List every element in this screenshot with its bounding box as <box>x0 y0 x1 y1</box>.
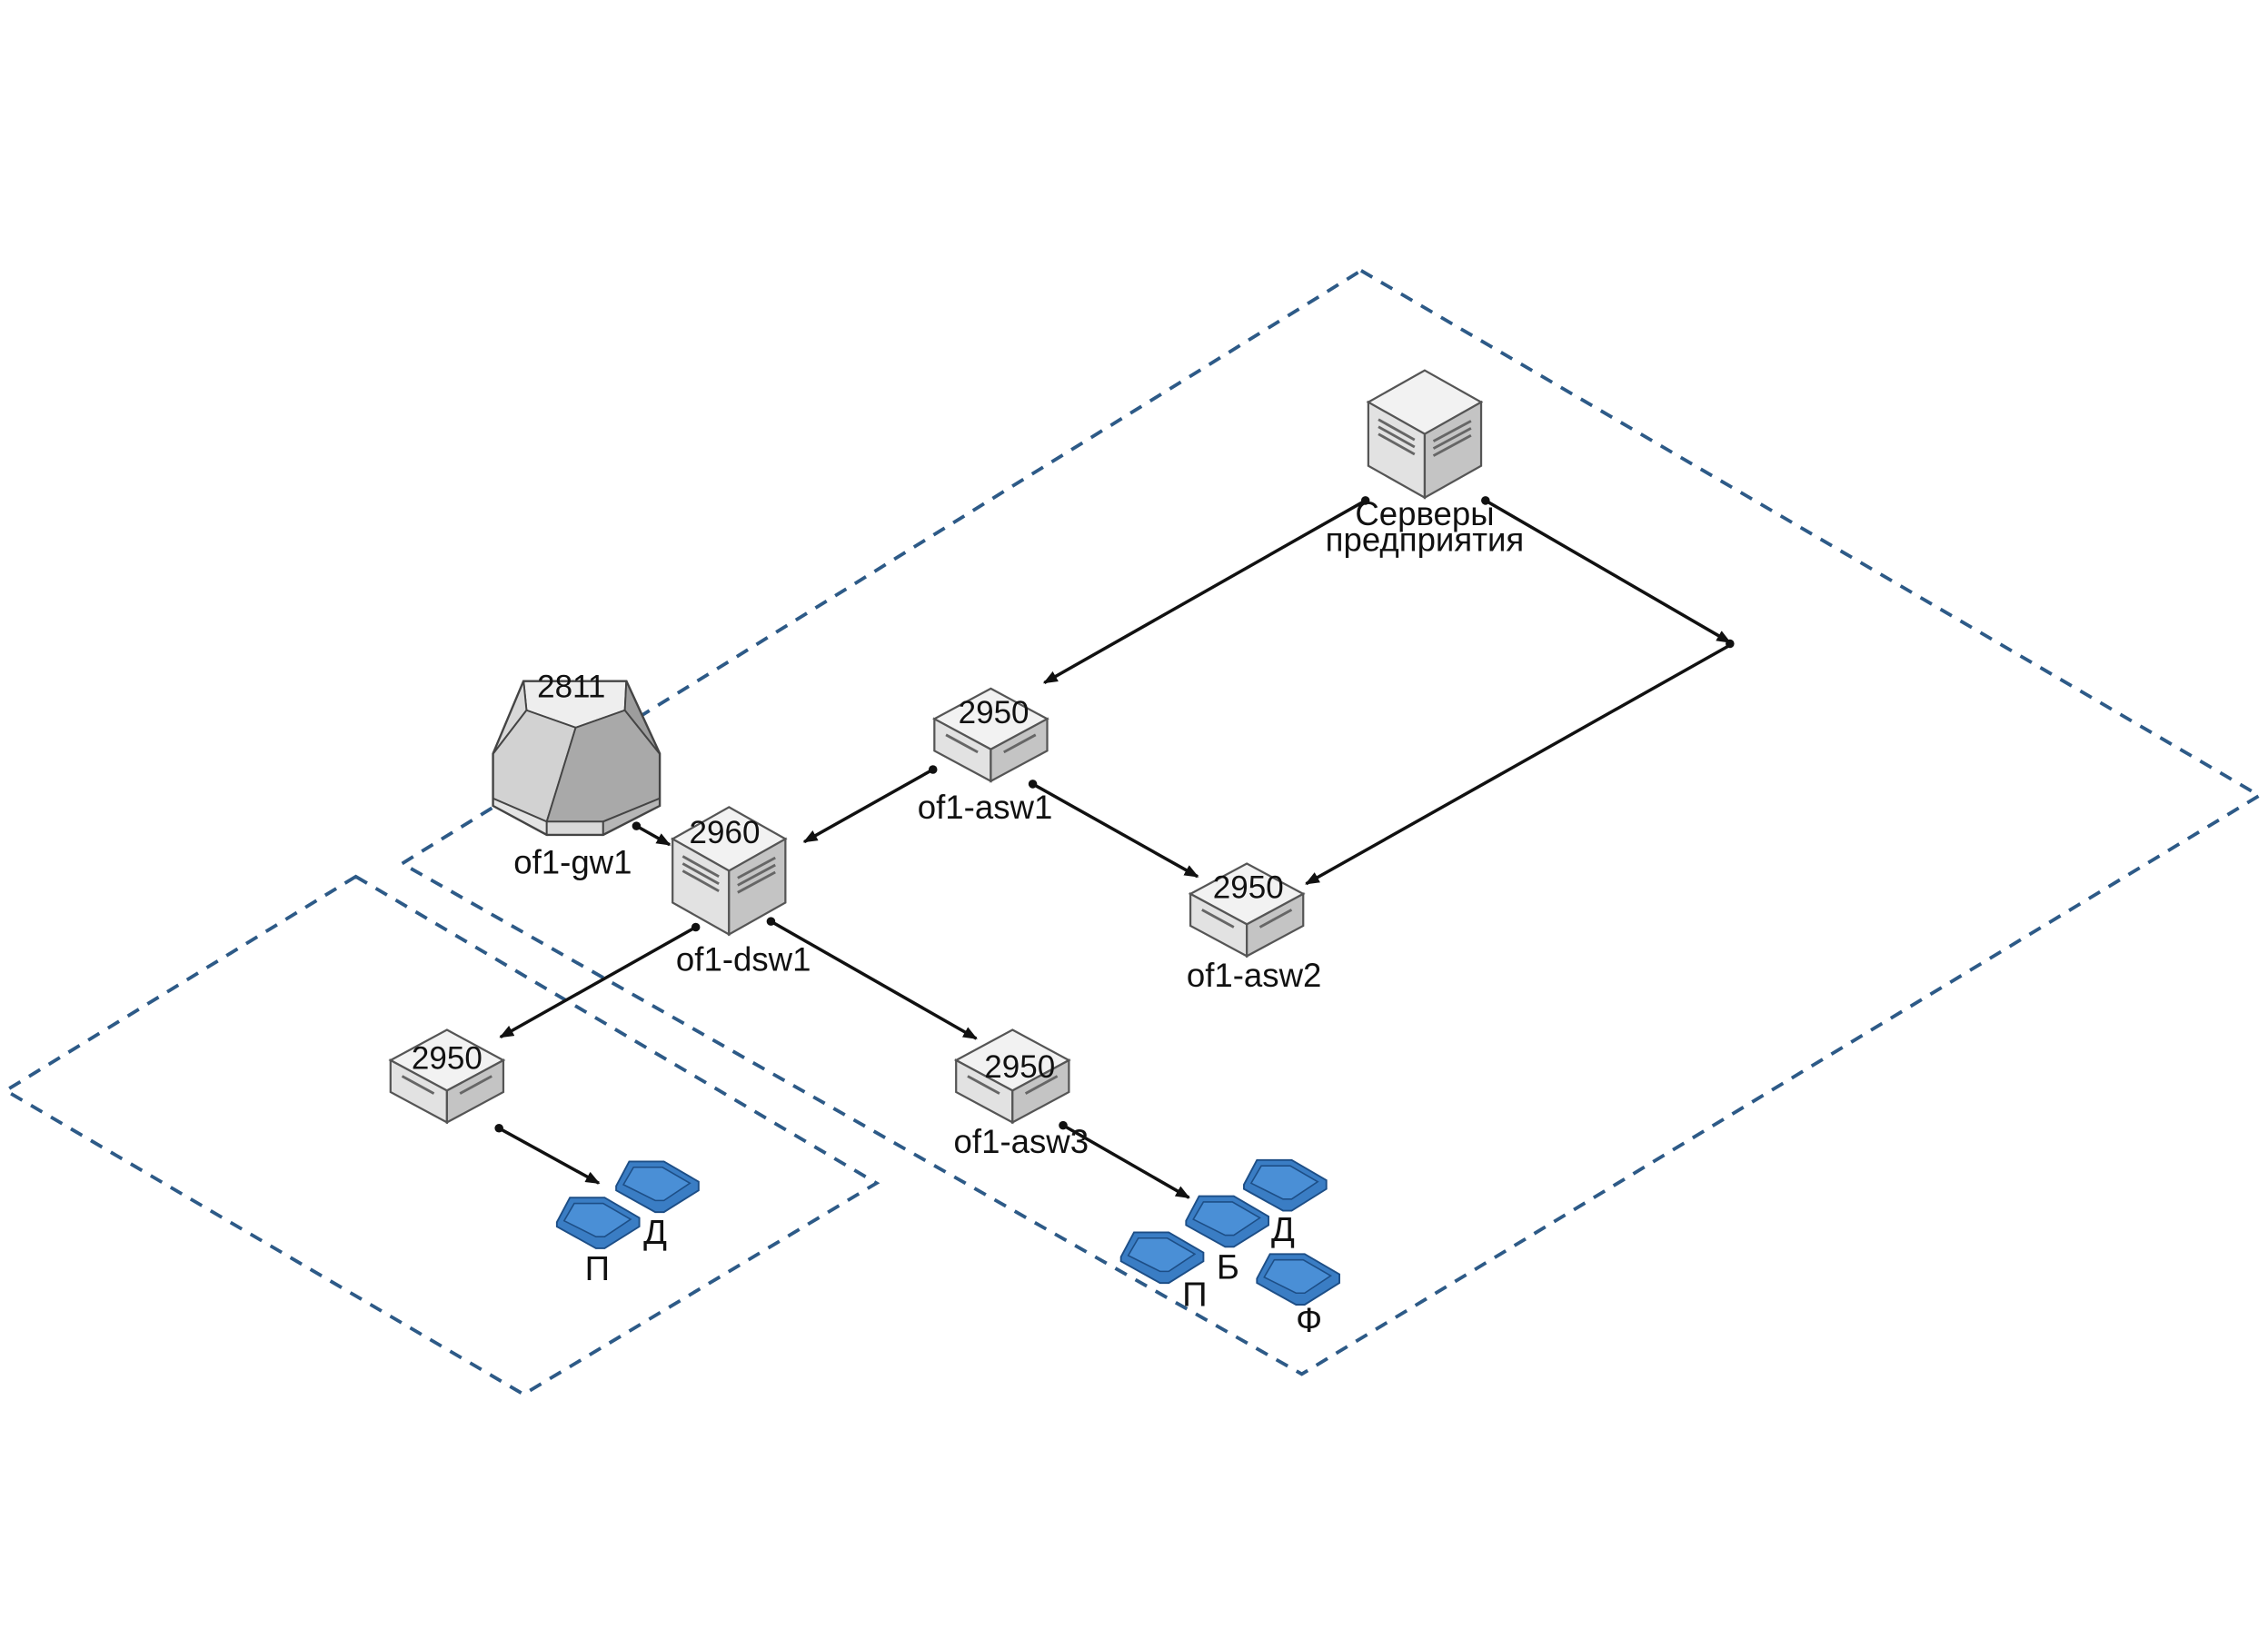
link-asw3-pcs <box>1062 1124 1190 1199</box>
link-servers-asw1 <box>1042 499 1367 685</box>
link-aswleft-pcs <box>498 1127 601 1185</box>
switch-of1-asw1[interactable]: 2950 of1-asw1 <box>918 687 1053 826</box>
workstation-labels: Д П Д Б П Ф <box>585 1210 1322 1340</box>
link-asw1-asw2 <box>1031 782 1199 879</box>
router-name: of1-gw1 <box>513 844 632 881</box>
switch-icon <box>953 1028 1071 1125</box>
switch-of1-dsw1[interactable]: 2960 of1-dsw1 <box>670 806 811 978</box>
workstation-icon <box>1185 1195 1269 1248</box>
server-name-line2: предприятия <box>1326 522 1525 559</box>
router-icon <box>492 680 662 837</box>
workstation-icon <box>615 1160 700 1214</box>
links <box>498 499 1732 1199</box>
dsw1-name: of1-dsw1 <box>676 940 811 978</box>
asw2-model: 2950 <box>1213 870 1284 906</box>
asw1-model: 2950 <box>959 695 1030 730</box>
link-dsw1-asw3 <box>770 919 978 1040</box>
switch-of1-asw2[interactable]: 2950 of1-asw2 <box>1187 862 1322 994</box>
asw2-name: of1-asw2 <box>1187 957 1322 994</box>
link-dsw1-aswleft <box>499 925 697 1039</box>
label-right-b: Б <box>1217 1247 1239 1286</box>
workstation-left-p[interactable] <box>555 1197 641 1249</box>
server-enterprise[interactable]: Серверы предприятия <box>1326 369 1525 559</box>
server-name-line1: Серверы <box>1355 495 1494 532</box>
workstation-icon <box>1119 1231 1205 1285</box>
workstation-icon <box>1256 1253 1340 1306</box>
link-endpoints <box>494 496 1735 1133</box>
asw-left-model: 2950 <box>412 1041 482 1077</box>
switch-of1-asw3[interactable]: 2950 of1-asw3 <box>953 1028 1089 1160</box>
label-right-p: П <box>1182 1276 1207 1315</box>
main-zone-boundary <box>398 268 2263 1376</box>
label-right-d: Д <box>1271 1210 1295 1249</box>
workstation-right-d[interactable] <box>1243 1158 1328 1212</box>
asw3-name: of1-asw3 <box>954 1123 1089 1160</box>
workstation-right-b[interactable] <box>1185 1195 1269 1248</box>
switch-icon <box>388 1028 506 1125</box>
link-servers-bend <box>1484 499 1732 644</box>
switch-left-zone[interactable]: 2950 <box>388 1028 506 1125</box>
router-of1-gw1[interactable]: 2811 of1-gw1 <box>492 669 662 881</box>
workstation-icon <box>555 1197 641 1249</box>
switch-cube-icon <box>670 806 788 937</box>
switch-icon <box>931 687 1049 783</box>
link-asw1-dsw1 <box>802 768 934 844</box>
workstation-right-p[interactable] <box>1119 1231 1205 1285</box>
label-left-d: Д <box>643 1213 667 1252</box>
router-model: 2811 <box>537 669 605 704</box>
dsw1-model: 2960 <box>690 815 761 850</box>
workstation-icon <box>1243 1158 1328 1212</box>
asw1-name: of1-asw1 <box>918 789 1053 826</box>
link-gw1-dsw1 <box>635 824 671 847</box>
server-icon <box>1366 369 1484 500</box>
workstations <box>555 1158 1340 1306</box>
left-zone-boundary <box>2 874 880 1396</box>
label-left-p: П <box>585 1249 610 1288</box>
workstation-left-d[interactable] <box>615 1160 700 1214</box>
workstation-right-f[interactable] <box>1256 1253 1340 1306</box>
link-bend-asw2 <box>1305 643 1731 886</box>
asw3-model: 2950 <box>984 1049 1055 1085</box>
label-right-f: Ф <box>1296 1301 1322 1340</box>
switch-icon <box>1188 862 1306 959</box>
